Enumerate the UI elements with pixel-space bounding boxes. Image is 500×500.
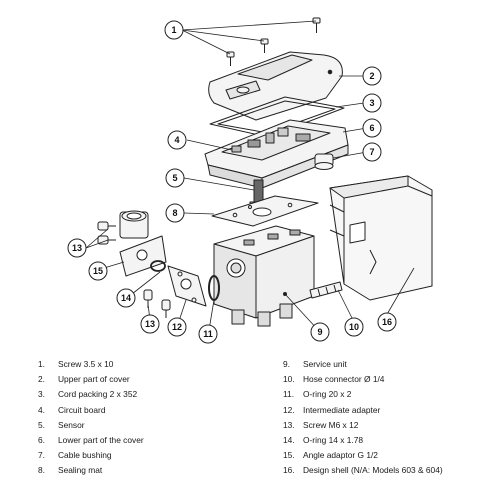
callout-3: 3: [369, 98, 374, 108]
legend-item: 10. Hose connector Ø 1/4: [283, 372, 493, 387]
legend-item: 13. Screw M6 x 12: [283, 418, 493, 433]
sealing-mat-part-8: [211, 195, 319, 227]
legend-column-right: 9. Service unit 10. Hose connector Ø 1/4 1…: [283, 357, 493, 479]
service-unit-part-9: [213, 225, 315, 327]
legend-label: Sensor: [58, 419, 85, 430]
callout-9: 9: [317, 327, 322, 337]
legend-number: 5.: [38, 419, 45, 430]
callout-1: 1: [171, 25, 176, 35]
legend-number: 6.: [38, 434, 45, 445]
legend-number: 14.: [283, 434, 295, 445]
legend-label: Angle adaptor G 1/2: [303, 450, 378, 461]
legend-number: 4.: [38, 404, 45, 415]
o-ring-part-14: [150, 260, 166, 272]
legend-label: Service unit: [303, 359, 347, 369]
legend-item: 15. Angle adaptor G 1/2: [283, 448, 493, 463]
legend-item: 9. Service unit: [283, 357, 493, 372]
upper-cover-part-2: [208, 51, 343, 121]
legend-label: Intermediate adapter: [303, 404, 381, 415]
exploded-view-drawing: 1 2 3 4 5 6 7 8 9 10 11 12 13 13 14 15 1…: [67, 17, 433, 344]
legend-number: 1.: [38, 359, 45, 369]
intermediate-adapter-part-12: [167, 265, 207, 307]
callout-13a: 13: [72, 243, 82, 253]
legend-item: 7. Cable bushing: [38, 448, 268, 463]
legend-number: 10.: [283, 374, 295, 385]
legend-label: Screw M6 x 12: [303, 419, 359, 430]
callout-15: 15: [93, 266, 103, 276]
legend-item: 5. Sensor: [38, 418, 268, 433]
callout-11: 11: [203, 329, 213, 339]
callout-markers: [67, 20, 397, 344]
hose-connector-part-10: [309, 281, 343, 299]
legend-item: 4. Circuit board: [38, 403, 268, 418]
legend-label: O-ring 14 x 1.78: [303, 434, 364, 445]
angle-adaptor-part-15: [119, 210, 167, 277]
legend-label: Hose connector Ø 1/4: [303, 374, 385, 385]
legend-label: Upper part of cover: [58, 374, 130, 385]
callout-2: 2: [369, 71, 374, 81]
legend-item: 1. Screw 3.5 x 10: [38, 357, 268, 372]
callout-7: 7: [369, 147, 374, 157]
callout-10: 10: [349, 322, 359, 332]
legend-item: 2. Upper part of cover: [38, 372, 268, 387]
callout-8: 8: [172, 208, 177, 218]
screws-part-13: [97, 221, 171, 318]
legend-item: 14. O-ring 14 x 1.78: [283, 433, 493, 448]
legend-label: O-ring 20 x 2: [303, 389, 352, 400]
legend-number: 15.: [283, 450, 295, 461]
cable-bushing-part-7: [314, 153, 334, 170]
legend-number: 3.: [38, 389, 45, 400]
legend-number: 7.: [38, 450, 45, 461]
legend-number: 16.: [283, 465, 295, 476]
parts-legend: 1. Screw 3.5 x 10 2. Upper part of cover 3…: [38, 357, 490, 495]
cord-packing-part-3: [209, 96, 345, 138]
legend-item: 8. Sealing mat: [38, 463, 268, 478]
callout-4: 4: [174, 135, 179, 145]
legend-number: 11.: [283, 389, 295, 400]
callout-13b: 13: [145, 319, 155, 329]
legend-number: 9.: [283, 359, 290, 369]
legend-label: Lower part of the cover: [58, 434, 144, 445]
circuit-board-part-4: [221, 125, 331, 161]
legend-number: 2.: [38, 374, 45, 385]
legend-label: Cable bushing: [58, 450, 112, 461]
legend-label: Screw 3.5 x 10: [58, 359, 114, 369]
callout-16: 16: [382, 317, 392, 327]
callout-5: 5: [172, 173, 177, 183]
legend-item: 6. Lower part of the cover: [38, 433, 268, 448]
legend-label: Circuit board: [58, 404, 106, 415]
callout-6: 6: [369, 123, 374, 133]
legend-number: 13.: [283, 419, 295, 430]
legend-item: 16. Design shell (N/A: Models 603 & 604): [283, 463, 493, 478]
callout-14: 14: [121, 293, 131, 303]
legend-item: 11. O-ring 20 x 2: [283, 387, 493, 402]
legend-column-left: 1. Screw 3.5 x 10 2. Upper part of cover 3…: [38, 357, 268, 479]
legend-item: 12. Intermediate adapter: [283, 403, 493, 418]
legend-label: Design shell (N/A: Models 603 & 604): [303, 465, 443, 476]
legend-item: 3. Cord packing 2 x 352: [38, 387, 268, 402]
legend-number: 8.: [38, 465, 45, 476]
design-shell-part-16: [329, 175, 433, 301]
legend-number: 12.: [283, 404, 295, 415]
legend-label: Cord packing 2 x 352: [58, 389, 138, 400]
callout-12: 12: [172, 322, 182, 332]
legend-label: Sealing mat: [58, 465, 103, 476]
